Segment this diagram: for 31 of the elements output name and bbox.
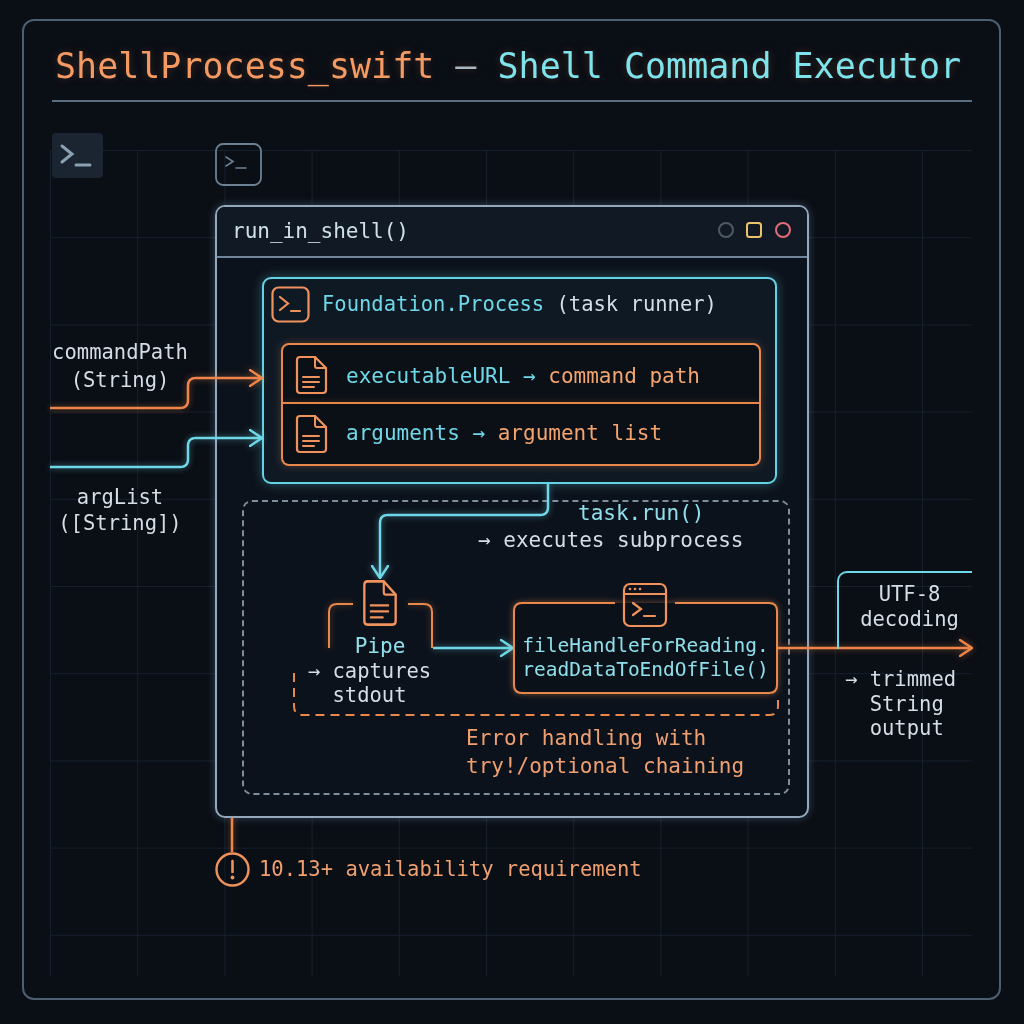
method-call: task.run() — [578, 501, 705, 525]
arrow — [433, 638, 515, 658]
input-label: argList ([String]) — [57, 484, 183, 536]
property-row — [281, 343, 761, 404]
annotation: UTF-8 decoding — [859, 581, 960, 632]
method-call: fileHandleForReading. readDataToEndOfFile() — [521, 634, 770, 682]
requirement-note: 10.13+ availability requirement — [259, 857, 642, 881]
window-panel — [215, 205, 809, 818]
diagram-title: ShellProcess_swift — Shell Command Executor — [55, 45, 962, 87]
arrow — [50, 428, 264, 469]
property-row — [281, 404, 761, 466]
step-description: → executes subprocess — [478, 528, 744, 552]
node-title: Pipe — [353, 634, 407, 658]
arrow — [778, 638, 974, 658]
property-name: executableURL → — [346, 364, 536, 388]
input-label: commandPath (String) — [51, 339, 189, 394]
component-title: Foundation.Process — [322, 292, 545, 316]
error-handling-note: Error handling with try!/optional chaining — [466, 725, 746, 780]
arrow — [50, 368, 264, 410]
node-description: → captures stdout — [306, 659, 433, 707]
component-panel — [262, 277, 777, 484]
window-title: run_in_shell() — [232, 218, 409, 244]
annotation: → trimmed String output — [845, 667, 958, 741]
dashed-group-box — [242, 500, 790, 795]
arrow — [370, 484, 550, 580]
property-value: argument list — [497, 421, 663, 445]
property-value: command path — [548, 364, 700, 388]
connector-line — [230, 818, 234, 852]
component-subtitle: (task runner) — [556, 292, 717, 316]
process-box — [513, 582, 778, 694]
property-name: arguments → — [346, 421, 486, 445]
